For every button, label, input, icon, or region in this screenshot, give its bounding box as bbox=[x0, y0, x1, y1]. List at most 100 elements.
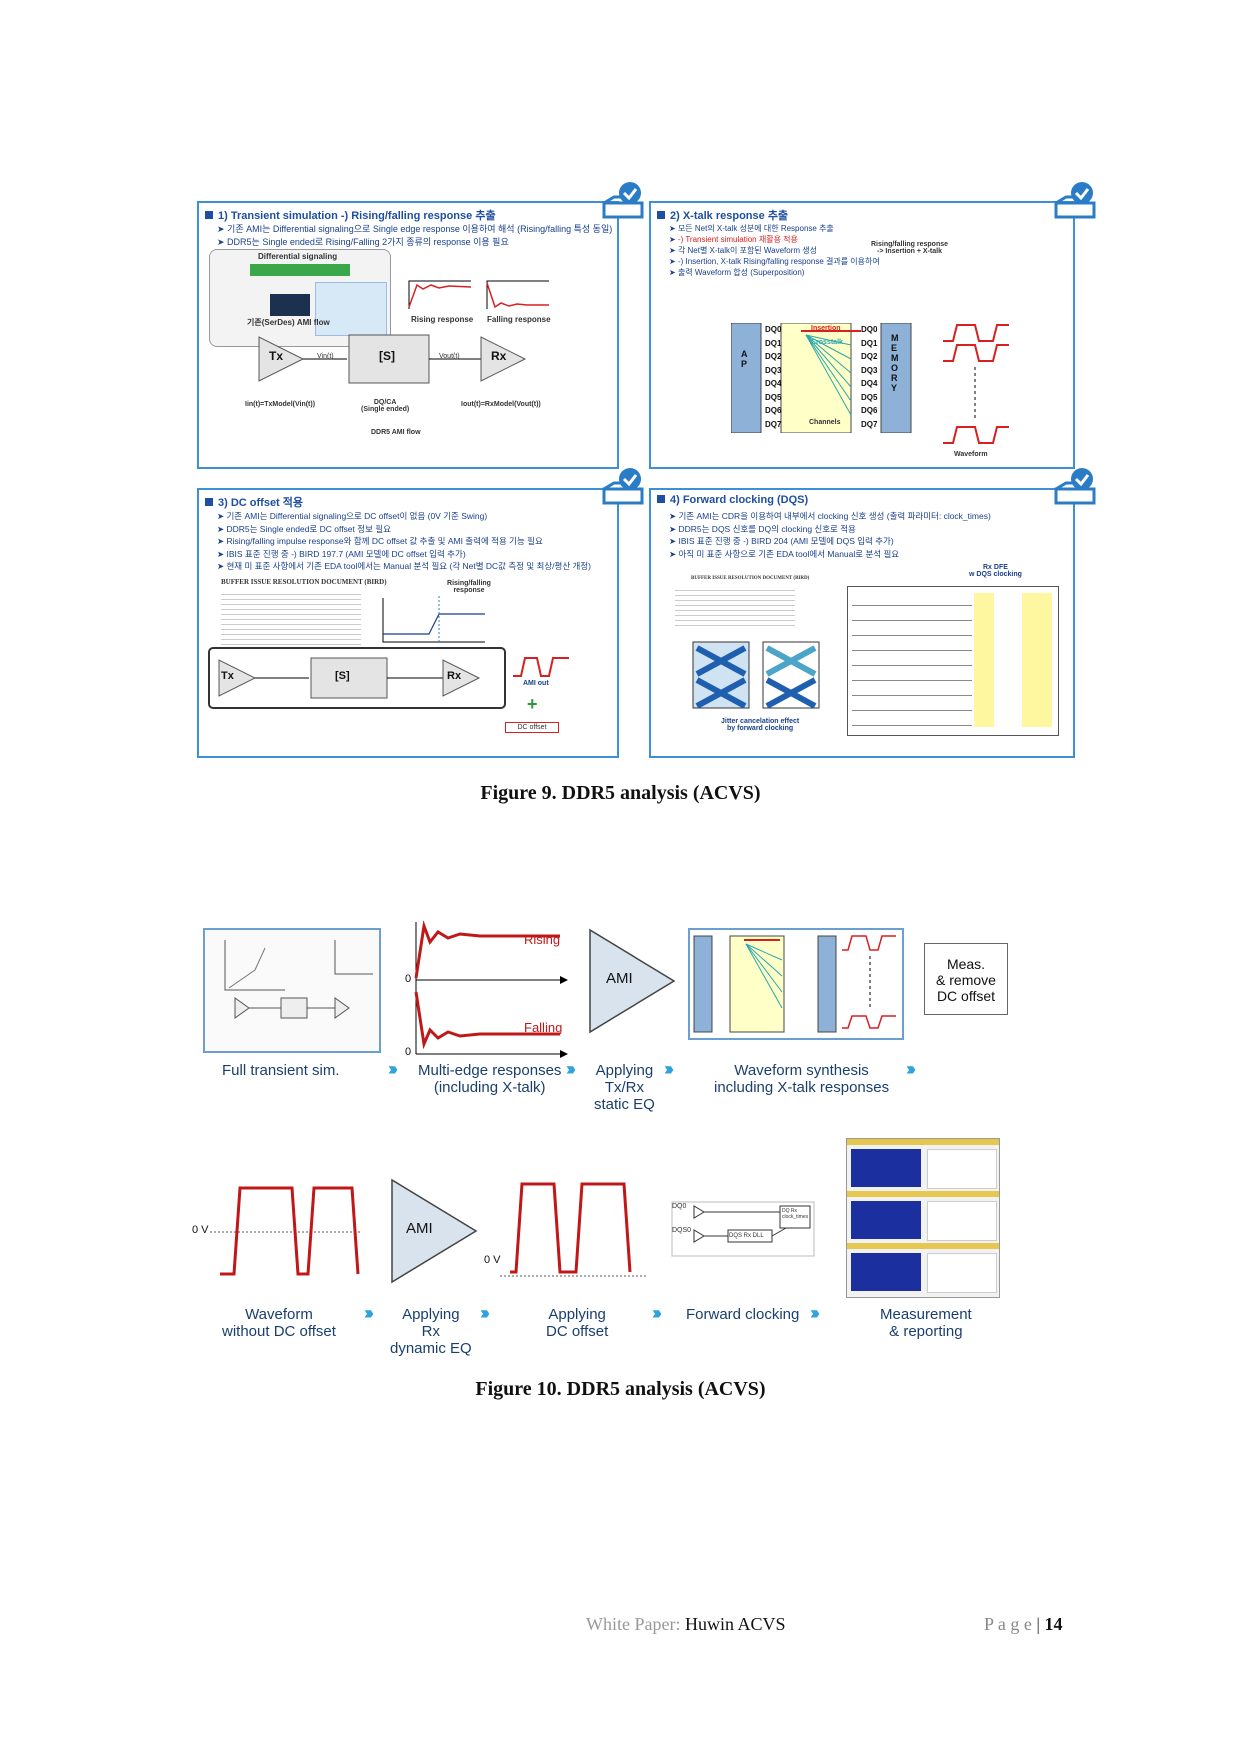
flow-label: 기존(SerDes) AMI flow bbox=[247, 318, 330, 327]
rising-label: Rising bbox=[524, 932, 561, 947]
dc-response-plot bbox=[382, 596, 485, 643]
bullet: -) Transient simulation 재활용 적용 bbox=[669, 234, 880, 245]
dfe-lines bbox=[852, 591, 972, 731]
rx-label: Rx bbox=[447, 670, 462, 682]
ap-label: A P bbox=[741, 349, 748, 369]
step-apply-dc: Applying DC offset bbox=[546, 1306, 609, 1340]
s-label: [S] bbox=[335, 670, 350, 682]
bullet: IBIS 표준 진행 중 -) BIRD 204 (AMI 모델에 DQS 입력… bbox=[669, 535, 991, 548]
dq-right: DQ1 bbox=[861, 338, 878, 348]
dq-left: DQ6 bbox=[765, 406, 782, 415]
waveform-synthesis-thumb bbox=[688, 928, 904, 1040]
step-arrow-icon: ››› bbox=[480, 1303, 490, 1323]
panel-title: 4) Forward clocking (DQS) bbox=[657, 494, 808, 506]
resp-label: Rising/falling response bbox=[447, 580, 491, 594]
result-plot bbox=[927, 1149, 997, 1189]
xtalk-diagram bbox=[731, 323, 912, 433]
rx-model: Iout(t)=RxModel(Vout(t)) bbox=[461, 401, 541, 408]
step-waveform-no-dc: Waveform without DC offset bbox=[222, 1306, 336, 1340]
zero-label: 0 bbox=[405, 973, 412, 985]
result-plot bbox=[927, 1253, 997, 1293]
panel-dc-offset: 3) DC offset 적용 기존 AMI는 Differential sig… bbox=[197, 488, 619, 758]
falling-label: Falling response bbox=[487, 315, 551, 324]
rx-label: Rx bbox=[491, 349, 507, 363]
falling-response-plot bbox=[486, 280, 549, 309]
panel-xtalk: 2) X-talk response 추출 모든 Net의 X-talk 성분에… bbox=[649, 201, 1075, 469]
bullet: 각 Net별 X-talk이 포함된 Waveform 생성 bbox=[669, 245, 880, 256]
check-badge-icon bbox=[602, 468, 644, 505]
dq-right: DQ0 bbox=[861, 325, 878, 334]
waveform-label: Waveform bbox=[954, 451, 988, 458]
bullet-list: 기존 AMI는 Differential signaling으로 DC offs… bbox=[217, 510, 591, 573]
zero-v-label: 0 V bbox=[484, 1254, 501, 1266]
diff-label: Differential signaling bbox=[258, 252, 338, 261]
bullet: Rising/falling impulse response와 함께 DC o… bbox=[217, 535, 591, 548]
dq-left: DQ4 bbox=[765, 379, 782, 388]
step-full-transient: Full transient sim. bbox=[222, 1062, 340, 1079]
result-plot bbox=[927, 1201, 997, 1241]
ddr5-flow-label: DDR5 AMI flow bbox=[371, 429, 421, 436]
step-arrow-icon: ››› bbox=[664, 1059, 674, 1079]
zero-v-label: 0 V bbox=[192, 1224, 209, 1236]
note-box bbox=[315, 282, 387, 336]
dq-left: DQ7 bbox=[765, 419, 782, 429]
dq-left: DQ3 bbox=[765, 365, 782, 375]
bullet: -) Insertion, X-talk Rising/falling resp… bbox=[669, 256, 880, 267]
ami-out-wave bbox=[513, 657, 569, 677]
step-arrow-icon: ››› bbox=[364, 1303, 374, 1323]
dq-right: DQ3 bbox=[861, 365, 878, 375]
fc-dq-rx: DQ Rx clock_times bbox=[782, 1208, 809, 1220]
bird-doc-title: BUFFER ISSUE RESOLUTION DOCUMENT (BIRD) bbox=[691, 576, 810, 581]
bullet: 모든 Net의 X-talk 성분에 대한 Response 추출 bbox=[669, 223, 880, 234]
bird-doc-lines bbox=[221, 590, 361, 646]
step-multi-edge: Multi-edge responses (including X-talk) bbox=[418, 1062, 562, 1096]
bullet: 기존 AMI는 CDR을 이용하여 내부에서 clocking 신호 생성 (출… bbox=[669, 510, 990, 523]
bullet: DDR5는 Single ended로 DC offset 정보 필요 bbox=[217, 523, 591, 536]
page-sep: | bbox=[1036, 1614, 1040, 1634]
bullet: 기존 AMI는 Differential signaling으로 DC offs… bbox=[217, 510, 591, 523]
figure-10-caption: Figure 10. DDR5 analysis (ACVS) bbox=[475, 1378, 766, 1400]
step-arrow-icon: ››› bbox=[810, 1303, 820, 1323]
tx-label: Tx bbox=[221, 670, 234, 682]
tx-label: Tx bbox=[269, 349, 284, 363]
waveform-icon bbox=[943, 324, 1009, 444]
dq-left: DQ5 bbox=[765, 392, 782, 402]
vin-label: Vin(t) bbox=[317, 353, 334, 360]
step-arrow-icon: ››› bbox=[652, 1303, 662, 1323]
ami-out-label: AMI out bbox=[523, 680, 549, 687]
dq-left: DQ2 bbox=[765, 352, 782, 361]
step-arrow-icon: ››› bbox=[906, 1059, 916, 1079]
zero-label: 0 bbox=[405, 1046, 412, 1058]
page-number: 14 bbox=[1044, 1614, 1063, 1634]
multi-edge-plot bbox=[414, 920, 568, 1058]
vout-label: Vout(t) bbox=[439, 353, 460, 360]
measurement-thumb bbox=[846, 1138, 1000, 1298]
footer-name: Huwin ACVS bbox=[684, 1614, 786, 1634]
dq-left: DQ0 bbox=[765, 325, 782, 334]
dq-right: DQ5 bbox=[861, 392, 878, 402]
ami-triangle bbox=[391, 1178, 478, 1284]
rx-dfe-label: Rx DFE w DQS clocking bbox=[969, 564, 1022, 578]
diff-signaling-box: Differential signaling bbox=[209, 249, 391, 347]
bullet: 기존 AMI는 Differential signaling으로 Single … bbox=[217, 223, 612, 236]
s-label: [S] bbox=[379, 349, 395, 363]
panel-title: 2) X-talk response 추출 bbox=[657, 207, 788, 223]
dq-right: DQ6 bbox=[861, 406, 878, 415]
footer-title: White Paper: Huwin ACVS bbox=[586, 1614, 786, 1635]
eye-strip bbox=[847, 1191, 999, 1197]
fc-dqs-rx: DQS Rx DLL bbox=[729, 1233, 764, 1239]
full-transient-thumb bbox=[203, 928, 381, 1053]
channels-label: Channels bbox=[809, 419, 841, 426]
eye-strip bbox=[847, 1139, 999, 1145]
meas-remove-dc-box: Meas. & remove DC offset bbox=[924, 943, 1008, 1015]
bullet-list: 모든 Net의 X-talk 성분에 대한 Response 추출 -) Tra… bbox=[669, 223, 880, 278]
eye-strip bbox=[847, 1243, 999, 1249]
dc-flow-diagram bbox=[208, 647, 506, 709]
page-label: P a g e bbox=[984, 1614, 1032, 1634]
eye-plot bbox=[851, 1253, 921, 1291]
signal-chain bbox=[250, 264, 350, 276]
jitter-eye-diagram bbox=[692, 641, 820, 709]
tx-model: Iin(t)=TxModel(Vin(t)) bbox=[245, 401, 316, 408]
step-measurement: Measurement & reporting bbox=[880, 1306, 972, 1340]
panel-title: 1) Transient simulation -) Rising/fallin… bbox=[205, 207, 496, 223]
